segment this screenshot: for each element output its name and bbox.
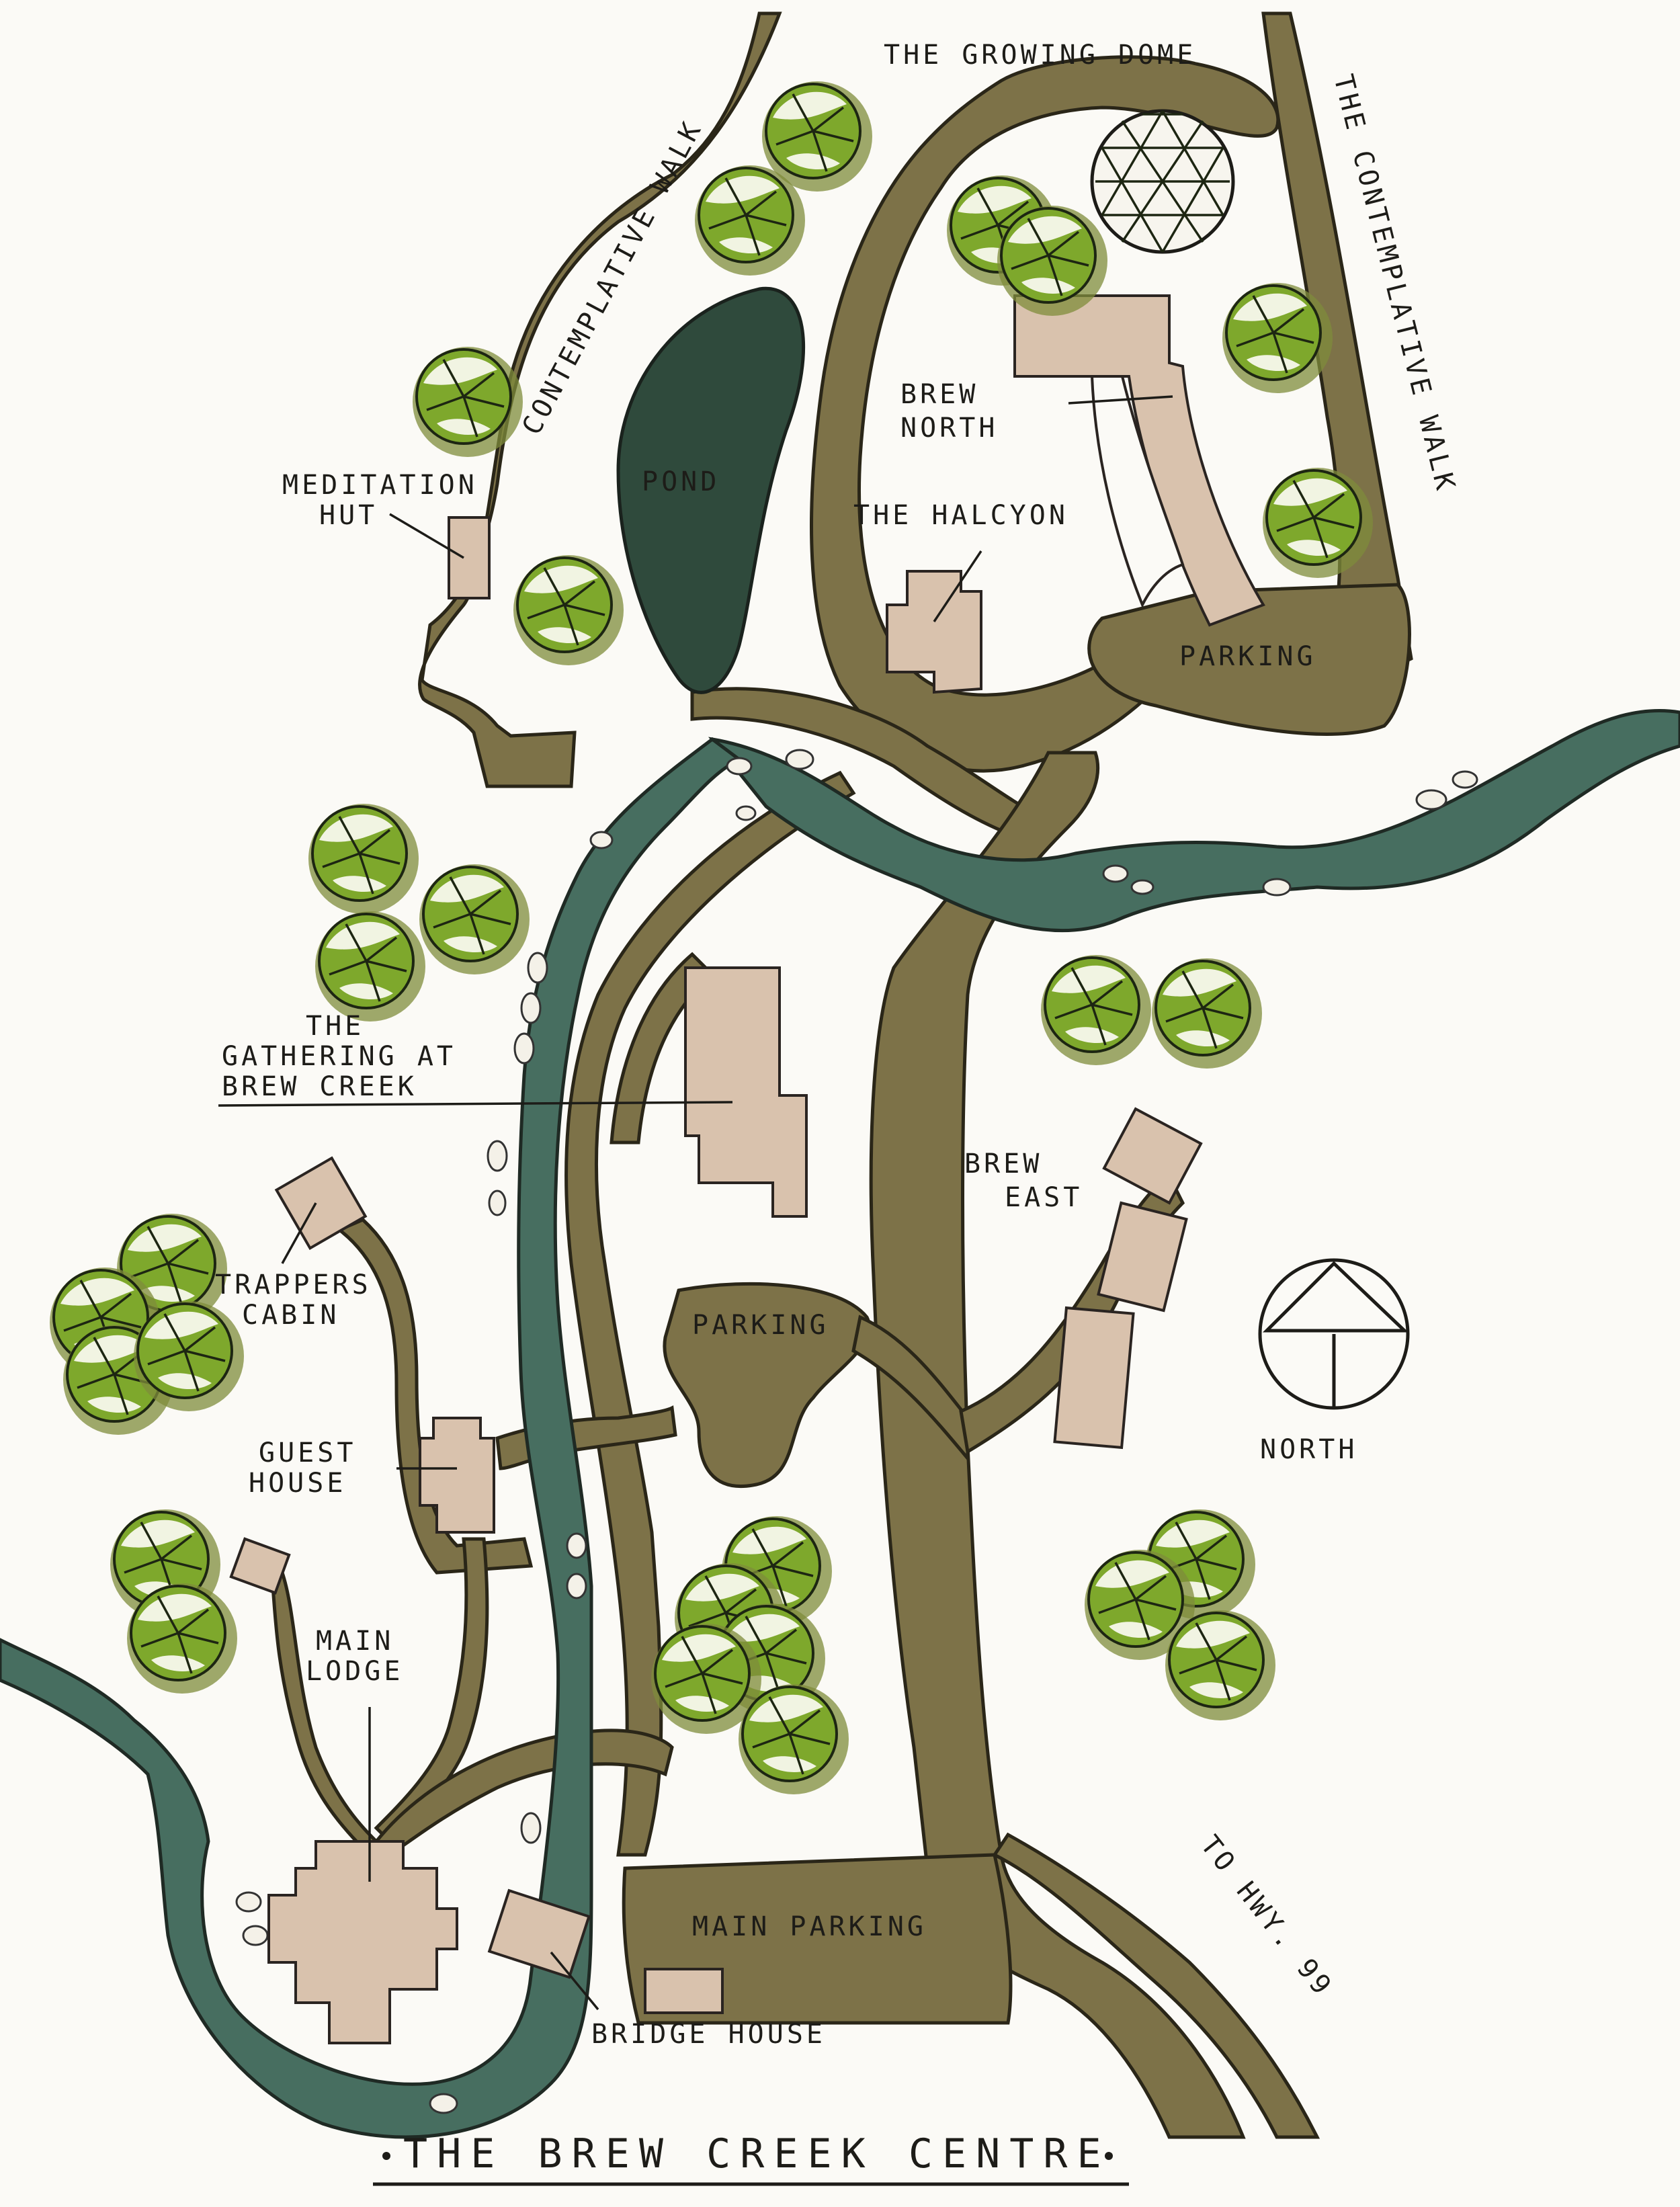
label-guest-line2: HOUSE <box>249 1468 346 1499</box>
lodge-approach-road <box>374 1729 674 1858</box>
middle-parking-connector <box>851 1315 970 1463</box>
pond <box>616 286 806 694</box>
geodesic-dome-icon <box>1090 109 1235 254</box>
halcyon-loop-road <box>810 55 1280 773</box>
guest-house-building <box>419 1417 495 1534</box>
outbuilding-path <box>270 1570 379 1854</box>
creek-stone <box>1130 879 1154 895</box>
north-arrow-icon <box>1258 1258 1410 1410</box>
creek-stone <box>513 1032 535 1065</box>
label-brew-east-line1: BREW <box>964 1149 1042 1179</box>
label-gathering-line2: GATHERING AT <box>222 1041 456 1072</box>
tree-icon <box>996 204 1109 317</box>
creek-stone <box>1415 789 1447 810</box>
creek-stone <box>1452 770 1478 789</box>
trappers-cabin-path <box>336 1218 534 1575</box>
creek-stone <box>487 1140 508 1172</box>
creek-east-branch <box>708 709 1680 933</box>
label-growing-dome: THE GROWING DOME <box>884 40 1196 71</box>
label-main-lodge-line2: LODGE <box>306 1656 403 1687</box>
main-parking-building <box>644 1968 724 2014</box>
creek-stone <box>566 1573 587 1599</box>
tree-icon <box>694 164 806 277</box>
creek-stone <box>488 1190 507 1216</box>
buildings <box>229 294 1265 2044</box>
label-main-parking: MAIN PARKING <box>692 1911 927 1942</box>
label-main-lodge-line1: MAIN <box>316 1626 394 1657</box>
bridge-house-building <box>487 1888 591 1979</box>
tree-icon <box>512 554 625 667</box>
brew-east-building-1 <box>1102 1107 1203 1205</box>
tree-icon <box>1164 1609 1277 1722</box>
tree-icon <box>1261 466 1374 579</box>
meditation-hut-building <box>448 516 491 599</box>
label-meditation-hut-line2: HUT <box>319 500 378 531</box>
creek-stone <box>520 1812 542 1844</box>
creek-stone <box>785 749 814 770</box>
label-parking-middle: PARKING <box>692 1310 829 1341</box>
tree-icon <box>418 863 531 976</box>
creek-stone <box>735 805 757 821</box>
tree-icon-cluster-center <box>650 1515 850 1796</box>
label-leaders <box>218 395 1173 2011</box>
main-lodge-building <box>267 1840 458 2044</box>
label-pond: POND <box>642 466 720 497</box>
halcyon-building <box>886 570 982 694</box>
road-network <box>270 11 1413 2139</box>
gathering-loop-road <box>564 770 856 1857</box>
creek-stone <box>589 831 614 849</box>
creek-stone <box>429 2093 458 2114</box>
label-parking-north: PARKING <box>1179 641 1316 672</box>
north-parking-lot <box>1087 583 1411 736</box>
tree-icon <box>1040 954 1152 1067</box>
label-brew-north-line2: NORTH <box>900 413 998 444</box>
contemplative-walk-west-path <box>418 11 782 788</box>
outbuilding <box>229 1537 291 1595</box>
highway-access-road <box>992 1832 1320 2139</box>
gathering-building <box>684 966 808 1218</box>
label-trappers-line1: TRAPPERS <box>215 1269 372 1300</box>
tree-icon <box>411 345 524 458</box>
creek-stone <box>520 992 542 1024</box>
label-gathering-line3: BREW CREEK <box>222 1071 417 1102</box>
tree-icon <box>126 1582 239 1695</box>
creek-main-channel <box>0 737 743 2139</box>
creek-stone <box>235 1891 262 1913</box>
spine-road <box>869 751 1246 2139</box>
label-bridge-house: BRIDGE HOUSE <box>591 2019 826 2050</box>
label-halcyon: THE HALCYON <box>853 500 1068 531</box>
brew-north-annex <box>1090 375 1185 608</box>
creek-stone <box>242 1925 269 1946</box>
label-north: NORTH <box>1260 1434 1357 1465</box>
label-meditation-hut-line1: MEDITATION <box>282 470 478 501</box>
label-guest-line1: GUEST <box>259 1438 356 1468</box>
map-title-text: THE BREW CREEK CENTRE <box>403 2130 1111 2177</box>
gathering-entrance-road <box>610 952 715 1144</box>
tree-icon <box>132 1300 245 1413</box>
middle-parking-lot <box>663 1282 871 1488</box>
label-trappers-line2: CABIN <box>242 1300 339 1331</box>
trappers-cabin-building <box>274 1156 368 1251</box>
label-to-hwy: TO HWY. 99 <box>1194 1830 1339 2003</box>
creek-stone <box>726 757 753 776</box>
creek-stone <box>566 1532 587 1559</box>
creek-stone <box>1262 878 1292 897</box>
label-brew-east-line2: EAST <box>1005 1182 1083 1213</box>
label-gathering-line1: THE <box>306 1011 364 1042</box>
tree-icon <box>314 910 427 1023</box>
tree-icon <box>307 802 420 915</box>
tree-icon <box>1150 957 1263 1070</box>
label-brew-north-line1: BREW <box>900 379 978 410</box>
map-title: THE BREW CREEK CENTRE <box>373 2130 1129 2186</box>
tree-icon <box>1221 282 1334 394</box>
brew-east-building-2 <box>1097 1201 1188 1313</box>
creek-stone <box>527 952 548 984</box>
brew-creek <box>0 709 1680 2139</box>
tree-icon <box>737 1683 850 1796</box>
brew-east-building-3 <box>1053 1306 1135 1450</box>
creek-stone <box>1102 864 1129 883</box>
